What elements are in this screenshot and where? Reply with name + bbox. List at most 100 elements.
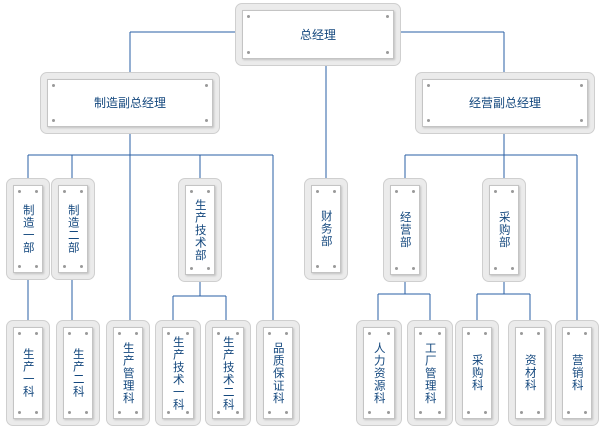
pin-icon	[236, 332, 239, 335]
pin-icon	[387, 411, 390, 414]
node-sales-sec-label: 营销科	[570, 354, 585, 392]
node-materials-sec[interactable]: 资材科	[508, 320, 552, 426]
node-prod-sec-1[interactable]: 生产一科	[6, 320, 50, 426]
node-prod-mgmt-sec[interactable]: 生产管理科	[106, 320, 150, 426]
pin-icon	[285, 411, 288, 414]
pin-icon	[438, 411, 441, 414]
pin-icon	[395, 267, 398, 270]
node-ceo-label: 总经理	[299, 27, 336, 42]
node-prod-sec-2-label: 生产二科	[71, 348, 86, 398]
pin-icon	[167, 411, 170, 414]
node-prod-tech-dept-label: 生产技术部	[193, 198, 208, 262]
pin-icon	[511, 267, 514, 270]
node-prod-tech-sec-1-card: 生产技术一科	[162, 327, 194, 419]
pin-icon	[537, 411, 540, 414]
pin-icon	[190, 190, 193, 193]
node-hr-sec-card: 人力资源科	[363, 327, 395, 419]
node-mfg-dept-2[interactable]: 制造二部	[51, 178, 95, 280]
pin-icon	[236, 411, 239, 414]
node-vp-business-card: 经营副总经理	[422, 79, 588, 127]
node-prod-mgmt-sec-card: 生产管理科	[113, 327, 143, 419]
pin-icon	[247, 51, 250, 54]
pin-icon	[584, 411, 587, 414]
pin-icon	[467, 332, 470, 335]
node-ceo[interactable]: 总经理	[235, 3, 401, 66]
pin-icon	[368, 411, 371, 414]
pin-icon	[386, 51, 389, 54]
node-mfg-dept-1[interactable]: 制造一部	[6, 178, 50, 280]
node-hr-sec[interactable]: 人力资源科	[356, 320, 402, 426]
node-prod-sec-2[interactable]: 生产二科	[56, 320, 100, 426]
node-mfg-dept-2-card: 制造二部	[58, 185, 88, 273]
node-ceo-card: 总经理	[242, 10, 394, 59]
pin-icon	[63, 265, 66, 268]
pin-icon	[419, 411, 422, 414]
node-vp-business[interactable]: 经营副总经理	[415, 72, 595, 134]
pin-icon	[80, 265, 83, 268]
pin-icon	[494, 267, 497, 270]
node-purchasing-sec-label: 采购科	[470, 354, 485, 392]
pin-icon	[52, 84, 55, 87]
node-prod-sec-1-label: 生产一科	[21, 348, 36, 398]
pin-icon	[85, 411, 88, 414]
pin-icon	[207, 267, 210, 270]
node-business-dept-label: 经营部	[398, 211, 413, 249]
pin-icon	[412, 267, 415, 270]
pin-icon	[18, 332, 21, 335]
pin-icon	[427, 84, 430, 87]
node-prod-sec-1-card: 生产一科	[13, 327, 43, 419]
pin-icon	[368, 332, 371, 335]
node-prod-tech-sec-2-label: 生产技术二科	[221, 335, 236, 411]
pin-icon	[135, 332, 138, 335]
pin-icon	[419, 332, 422, 335]
node-finance-dept-card: 财务部	[311, 185, 341, 273]
pin-icon	[584, 332, 587, 335]
node-purchasing-dept[interactable]: 采购部	[482, 178, 526, 282]
pin-icon	[537, 332, 540, 335]
pin-icon	[217, 332, 220, 335]
pin-icon	[395, 190, 398, 193]
node-sales-sec[interactable]: 营销科	[555, 320, 599, 426]
node-prod-tech-sec-1[interactable]: 生产技术一科	[155, 320, 201, 426]
node-mfg-dept-2-label: 制造二部	[66, 204, 81, 254]
pin-icon	[68, 332, 71, 335]
pin-icon	[18, 265, 21, 268]
node-purchasing-dept-card: 采购部	[489, 185, 519, 275]
node-finance-dept-label: 财务部	[319, 210, 334, 248]
pin-icon	[285, 332, 288, 335]
node-business-dept[interactable]: 经营部	[383, 178, 427, 282]
pin-icon	[520, 411, 523, 414]
pin-icon	[567, 332, 570, 335]
pin-icon	[412, 190, 415, 193]
node-quality-sec-label: 品质保证科	[271, 341, 286, 405]
node-prod-tech-sec-2[interactable]: 生产技术二科	[205, 320, 251, 426]
pin-icon	[35, 411, 38, 414]
node-prod-tech-dept-card: 生产技术部	[185, 185, 215, 275]
node-prod-tech-dept[interactable]: 生产技术部	[178, 178, 222, 282]
node-materials-sec-card: 资材科	[515, 327, 545, 419]
node-quality-sec-card: 品质保证科	[263, 327, 293, 419]
pin-icon	[52, 119, 55, 122]
node-purchasing-sec[interactable]: 采购科	[455, 320, 499, 426]
node-quality-sec[interactable]: 品质保证科	[256, 320, 300, 426]
pin-icon	[484, 411, 487, 414]
node-finance-dept[interactable]: 财务部	[304, 178, 348, 280]
pin-icon	[316, 265, 319, 268]
pin-icon	[268, 332, 271, 335]
node-factory-mgmt-sec-card: 工厂管理科	[414, 327, 446, 419]
pin-icon	[35, 332, 38, 335]
pin-icon	[167, 332, 170, 335]
node-mfg-dept-1-card: 制造一部	[13, 185, 43, 273]
node-purchasing-sec-card: 采购科	[462, 327, 492, 419]
pin-icon	[567, 411, 570, 414]
pin-icon	[580, 84, 583, 87]
pin-icon	[217, 411, 220, 414]
node-prod-sec-2-card: 生产二科	[63, 327, 93, 419]
pin-icon	[85, 332, 88, 335]
pin-icon	[118, 332, 121, 335]
pin-icon	[333, 190, 336, 193]
pin-icon	[484, 332, 487, 335]
node-vp-manufacturing[interactable]: 制造副总经理	[40, 72, 220, 134]
node-factory-mgmt-sec[interactable]: 工厂管理科	[407, 320, 453, 426]
node-purchasing-dept-label: 采购部	[497, 211, 512, 249]
